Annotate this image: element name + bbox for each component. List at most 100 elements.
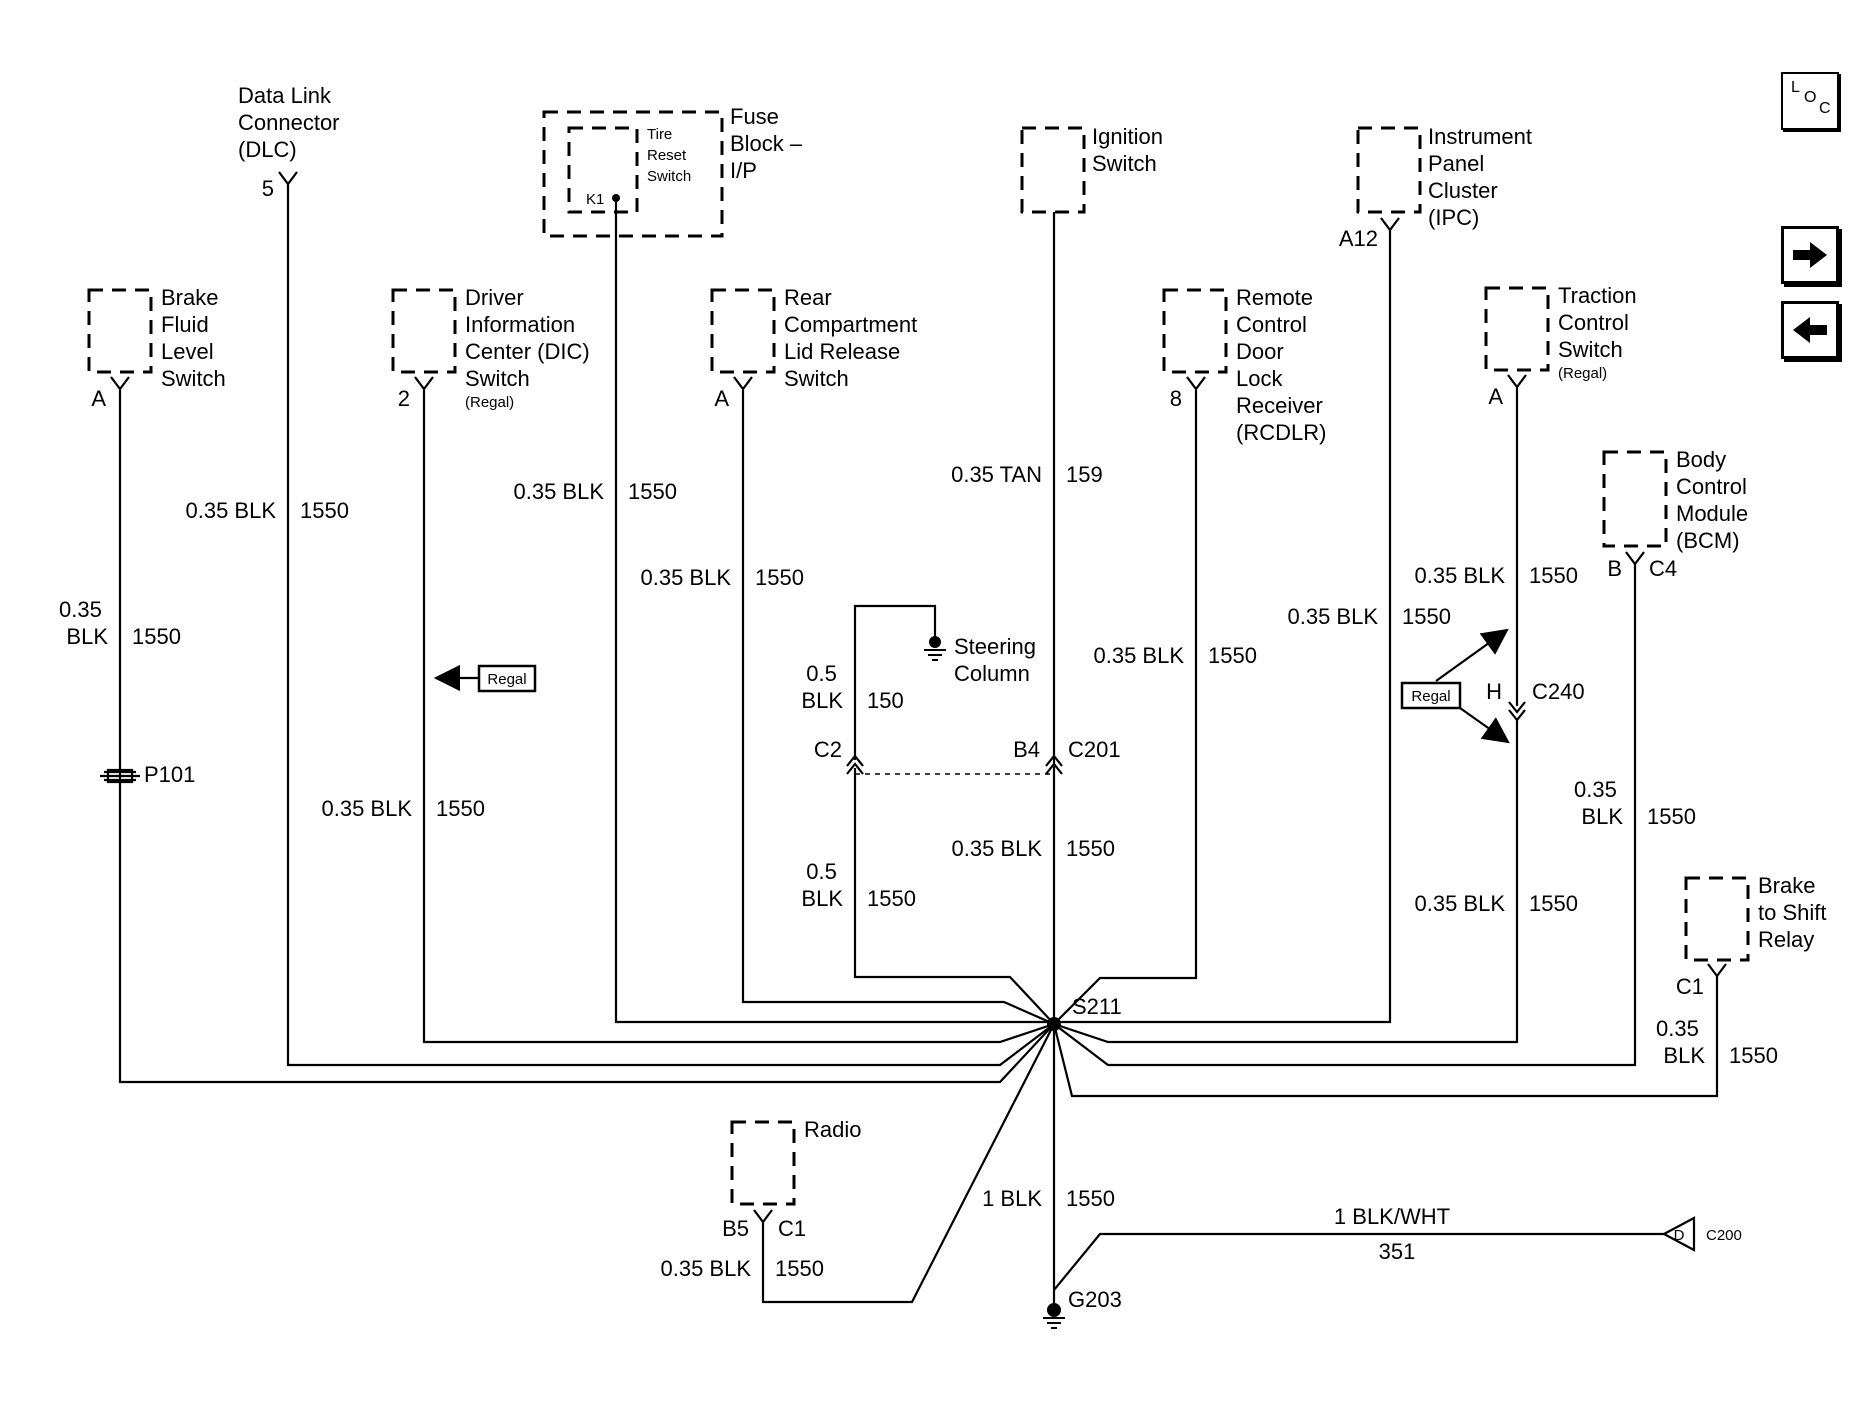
pin-ipc: A12 (1339, 226, 1378, 251)
pin-traction: A (1488, 384, 1503, 409)
connector-fork-brake-fluid (110, 376, 130, 391)
traction-note: (Regal) (1558, 365, 1607, 382)
ipc-box (1356, 126, 1422, 214)
pin-dlc: 5 (262, 176, 274, 201)
ipc-label: Instrument Panel Cluster (IPC) (1428, 124, 1538, 230)
wire-traction-lower-circuit: 1550 (1529, 891, 1578, 916)
wire-radio-gauge: 0.35 BLK (660, 1256, 751, 1281)
connector-c200-symbol (1661, 1216, 1696, 1252)
splice-s211-dot (1047, 1017, 1061, 1031)
connector-fork-traction (1507, 374, 1527, 389)
wire-brake-shift-circuit: 1550 (1729, 1043, 1778, 1068)
wire-c2-lower (853, 768, 1055, 1025)
connector-fork-bcm (1625, 551, 1645, 566)
radio-box (730, 1120, 796, 1206)
component-labels: Data Link Connector (DLC) Fuse Block – I… (161, 83, 1826, 1142)
wire-traction-upper-circuit: 1550 (1529, 563, 1578, 588)
pin-bcm-b: B (1607, 556, 1622, 581)
dic-switch-box (391, 288, 457, 374)
wire-c2-lower-gauge: 0.5 BLK (801, 859, 843, 911)
tire-reset-pin-dot (612, 194, 620, 202)
fuse-block-box (542, 110, 724, 238)
wire-c2-lower-circuit: 1550 (867, 886, 916, 911)
pin-rcdlr: 8 (1170, 386, 1182, 411)
wire-dlc-gauge: 0.35 BLK (185, 498, 276, 523)
wire-traction-lower-gauge: 0.35 BLK (1414, 891, 1505, 916)
arrow-left-icon (1793, 317, 1827, 343)
wire-dic-gauge: 0.35 BLK (321, 796, 412, 821)
wire-tire-circuit: 1550 (628, 479, 677, 504)
component-boxes (87, 110, 1750, 1206)
pin-radio-b5: B5 (722, 1216, 749, 1241)
wire-brake-fluid (118, 390, 1055, 1084)
bcm-label: Body Control Module (BCM) (1676, 447, 1754, 553)
rear-lid-label: Rear Compartment Lid Release Switch (784, 285, 923, 391)
wire-rear-lid-circuit: 1550 (755, 565, 804, 590)
wire-rear-lid (741, 390, 1055, 1026)
rear-lid-switch-box (710, 288, 776, 374)
wire-ground-circuit: 1550 (1066, 1186, 1115, 1211)
wire-bcm-gauge: 0.35 BLK (1574, 777, 1623, 829)
forward-button[interactable] (1781, 226, 1839, 284)
loc-letter-l: L (1791, 79, 1800, 96)
wire-labels: 0.35 BLK 1550 0.35 BLK 1550 0.35 TAN 159… (59, 462, 1778, 1281)
wire-ipc-circuit: 1550 (1402, 604, 1451, 629)
fuse-block-label: Fuse Block – I/P (730, 104, 808, 183)
pin-c240: C240 (1532, 679, 1585, 704)
pin-c2: C2 (814, 737, 842, 762)
wire-ignition-gauge: 0.35 TAN (951, 462, 1042, 487)
dic-note: (Regal) (465, 394, 514, 411)
connector-p101-symbol (100, 770, 140, 782)
pin-radio-c1: C1 (778, 1216, 806, 1241)
connector-c2-chevron (846, 754, 864, 775)
splice-s211-label: S211 (1072, 994, 1122, 1019)
loc-letter-o: O (1804, 89, 1817, 106)
location-button[interactable]: L O C (1781, 72, 1839, 130)
wire-radio-circuit: 1550 (775, 1256, 824, 1281)
dic-label: Driver Information Center (DIC) Switch (465, 285, 596, 391)
wire-dlc (286, 184, 1055, 1067)
tire-reset-label: Tire Reset Switch (647, 126, 691, 185)
ignition-switch-label: Ignition Switch (1092, 124, 1169, 176)
regal-tag-traction: Regal (1400, 681, 1462, 710)
steering-ground-dot (929, 636, 941, 648)
wire-rcdlr (1053, 390, 1198, 1025)
regal-arrow-traction-up (1435, 628, 1509, 682)
wire-radio (761, 1023, 1055, 1304)
dlc-label: Data Link Connector (DLC) (238, 83, 346, 162)
wire-steering-column (853, 604, 937, 760)
wire-dic-circuit: 1550 (436, 796, 485, 821)
rcdlr-label: Remote Control Door Lock Receiver (RCDLR… (1236, 285, 1329, 445)
connector-fork-dlc (278, 171, 298, 186)
connector-fork-radio (753, 1209, 773, 1224)
wire-dic (422, 390, 1055, 1044)
wire-brake-fluid-gauge: 0.35 BLK (59, 597, 108, 649)
wire-c200-circuit: 351 (1379, 1239, 1416, 1264)
radio-label: Radio (804, 1117, 861, 1142)
connector-fork-dic (414, 376, 434, 391)
wire-ipc-gauge: 0.35 BLK (1287, 604, 1378, 629)
tire-reset-pin-label: K1 (586, 191, 604, 208)
bcm-box (1602, 450, 1668, 548)
pin-dic: 2 (398, 386, 410, 411)
back-button[interactable] (1781, 301, 1839, 359)
connector-symbols (100, 171, 1727, 1252)
regal-tag-text: Regal (487, 671, 526, 688)
pin-d: D (1674, 1227, 1685, 1244)
connector-c240-chevron (1508, 701, 1526, 722)
wire-traction-lower (1053, 718, 1519, 1044)
pin-labels: 5 A12 A 2 A 8 A B C4 C2 B4 C201 H C240 C… (91, 176, 1742, 1244)
brake-fluid-label: Brake Fluid Level Switch (161, 285, 226, 391)
wires (118, 184, 1719, 1310)
wire-ground-gauge: 1 BLK (982, 1186, 1042, 1211)
wire-ignition-circuit: 159 (1066, 462, 1103, 487)
pin-b4: B4 (1013, 737, 1040, 762)
regal-tag-text: Regal (1411, 688, 1450, 705)
pin-c201: C201 (1068, 737, 1121, 762)
connector-c201-chevron (1045, 754, 1063, 775)
wire-c201-lower-gauge: 0.35 BLK (951, 836, 1042, 861)
rcdlr-box (1162, 288, 1228, 374)
ground-g203-icon (1043, 1317, 1065, 1329)
arrow-right-icon (1793, 242, 1827, 268)
connector-fork-brake-shift (1707, 963, 1727, 978)
